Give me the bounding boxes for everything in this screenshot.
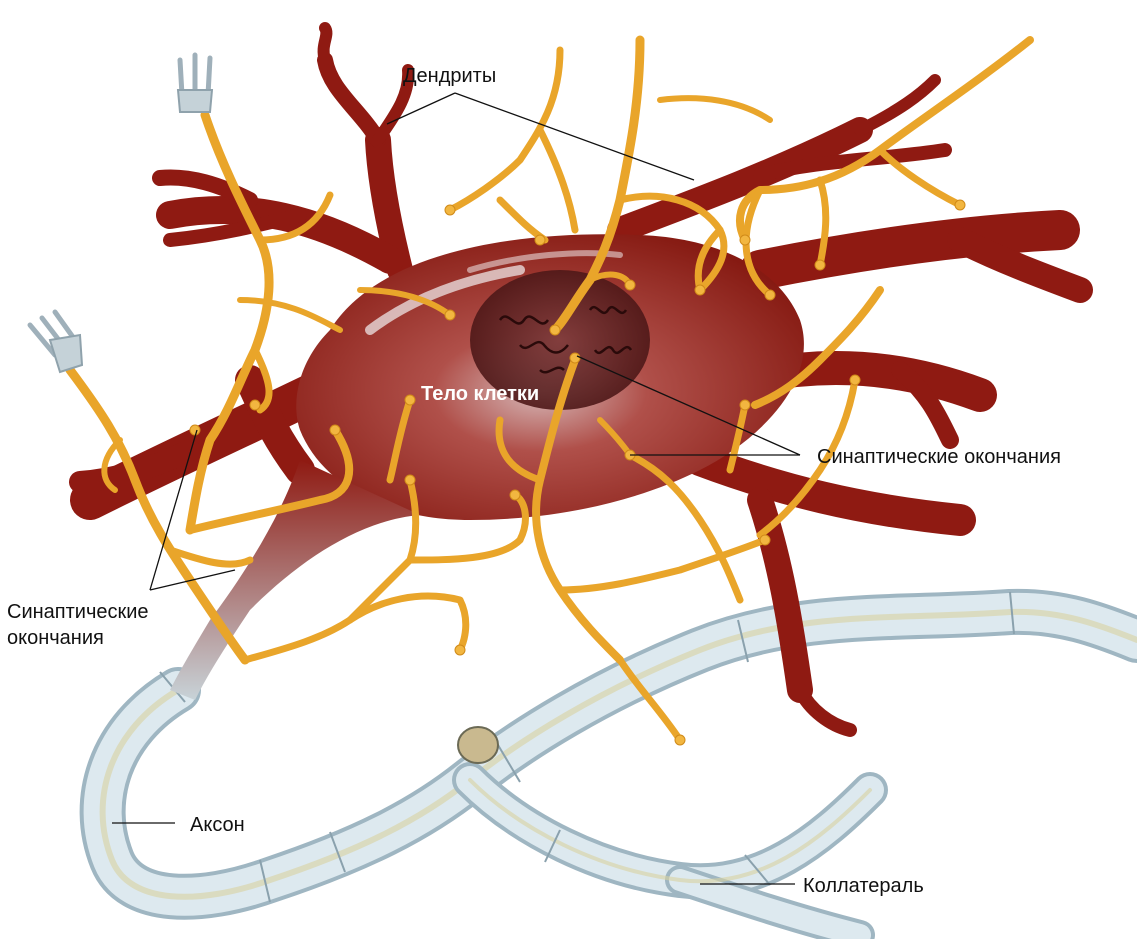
synaptic-terminals-left-label-line1: Синаптические bbox=[7, 601, 149, 623]
cut-axon-section bbox=[458, 727, 498, 763]
axon-label: Аксон bbox=[190, 814, 245, 836]
collateral-branch bbox=[470, 780, 870, 935]
synaptic-terminals-right-label: Синаптические окончания bbox=[817, 446, 1061, 468]
cell-body-label: Тело клетки bbox=[421, 383, 539, 405]
dendrites-label: Дендриты bbox=[403, 65, 496, 87]
collateral-label: Коллатераль bbox=[803, 875, 924, 897]
synaptic-terminals-left-label-line2: окончания bbox=[7, 627, 104, 649]
